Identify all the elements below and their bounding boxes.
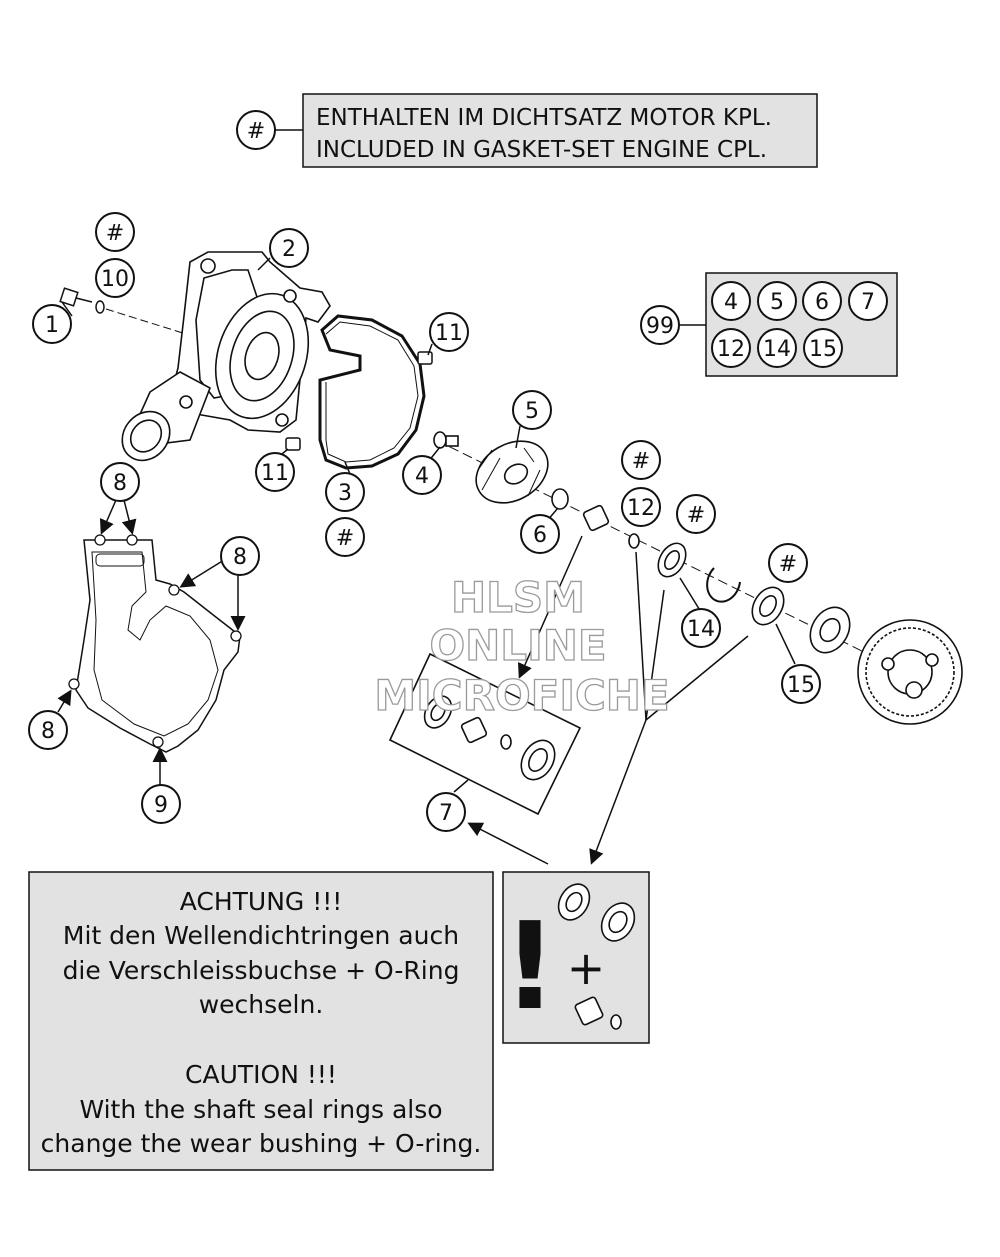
callout-circle-c12 [621,487,661,527]
callout-circle-c3h [325,517,365,557]
kit-member-circle-14 [757,328,797,368]
plus-icon: + [567,941,606,995]
callout-circle-c9 [141,784,181,824]
callout-circle-c14h [676,494,716,534]
kit-number: 99 [646,314,674,339]
kit-member-circle-6 [802,281,842,321]
callout-label-c12h: # [632,449,650,474]
callout-label-c14h: # [687,503,705,528]
callout-label-c15h: # [779,552,797,577]
callout-label-c8b: 8 [233,545,247,570]
callout-label-c8c: 8 [41,719,55,744]
warning-box: ACHTUNG !!! Mit den Wellendichtringen au… [28,871,494,1171]
callout-label-c9: 9 [154,793,168,818]
warning-icon-box: ! + [502,871,650,1044]
callout-label-c12: 12 [627,496,655,521]
callout-label-c14: 14 [687,617,715,642]
legend-hash-symbol: # [247,119,265,144]
callout-label-c3: 3 [338,481,352,506]
kit-member-circle-5 [757,281,797,321]
callout-circle-c3 [325,472,365,512]
callout-circle-c15 [781,664,821,704]
pump-cover-illustration [121,251,331,462]
cover-gasket-outline [75,539,241,753]
callout-circle-c10 [95,258,135,298]
callout-label-c15: 15 [787,673,815,698]
warning-line-de-2: die Verschleissbuchse + O-Ring [63,956,460,985]
watermark-line-3: MICROFICHE [374,671,669,720]
callout-label-c2: 2 [282,237,296,262]
warning-title-en: CAUTION !!! [185,1060,337,1089]
kit-member-label-6: 6 [815,290,829,315]
callout-label-c10h: # [106,221,124,246]
kit-member-label-15: 15 [809,337,837,362]
bolt-illustration [59,287,187,335]
callout-label-c3h: # [336,526,354,551]
shaft-parts [433,431,963,725]
callout-label-c8a: 8 [113,471,127,496]
callout-circle-c8b [220,536,260,576]
callout-circle-c2 [269,228,309,268]
watermark: HLSM ONLINE MICROFICHE [374,572,671,720]
warning-line-de-1: Mit den Wellendichtringen auch [63,921,459,950]
callout-label-c7: 7 [439,801,453,826]
callout-circle-c11b [255,452,295,492]
exclamation-icon: ! [503,898,558,1037]
callout-circle-c1 [32,304,72,344]
kit-member-label-14: 14 [763,337,791,362]
kit-member-circle-12 [711,328,751,368]
callout-label-c11a: 11 [435,321,463,346]
callout-label-c5: 5 [525,399,539,424]
callout-circle-c10h [95,212,135,252]
callout-circle-c8a [100,462,140,502]
callout-circle-c14 [681,608,721,648]
kit-member-circle-15 [803,328,843,368]
callout-label-c4: 4 [415,464,429,489]
callout-circle-c15h [768,543,808,583]
legend-box [302,93,818,168]
callout-label-c6: 6 [533,523,547,548]
warning-line-de-3: wechseln. [199,990,324,1019]
gasket-illustration [318,314,426,470]
callout-circle-c6 [520,514,560,554]
callout-label-c10: 10 [101,267,129,292]
kit-member-label-12: 12 [717,337,745,362]
warning-line-en-2: change the wear bushing + O-ring. [41,1129,482,1158]
kit-member-label-4: 4 [724,290,738,315]
watermark-line-1: HLSM [451,573,585,622]
callout-circle-c12h [621,440,661,480]
legend-text-de: ENTHALTEN IM DICHTSATZ MOTOR KPL. [316,105,772,131]
warning-title-de: ACHTUNG !!! [180,887,343,916]
callout-circle-c5 [512,390,552,430]
seal-kit-7 [388,652,582,816]
callout-label-c11b: 11 [261,461,289,486]
legend: # ENTHALTEN IM DICHTSATZ MOTOR KPL. INCL… [236,93,818,168]
watermark-line-2: ONLINE [429,621,606,670]
warning-line-en-1: With the shaft seal rings also [79,1095,442,1124]
kit-member-circle-7 [848,281,888,321]
kit-member-circle-4 [711,281,751,321]
kit-member-label-7: 7 [861,290,875,315]
kit-99: 99 4 5 6 7 12 14 15 [640,272,898,377]
callout-label-c1: 1 [45,313,59,338]
callout-circle-c11a [429,312,469,352]
callout-circle-c8c [28,710,68,750]
kit-member-label-5: 5 [770,290,784,315]
callout-circle-c4 [402,455,442,495]
callout-circle-c7 [426,792,466,832]
legend-text-en: INCLUDED IN GASKET-SET ENGINE CPL. [316,137,767,163]
